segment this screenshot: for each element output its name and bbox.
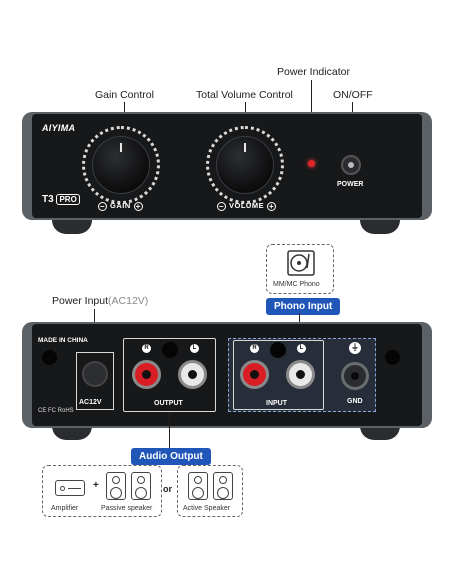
power-input-callout: Power Input(AC12V) bbox=[52, 295, 148, 307]
gain-minus-icon: − bbox=[98, 201, 107, 211]
total-volume-control-callout: Total Volume Control bbox=[196, 89, 293, 101]
passive-speaker-label: Passive speaker bbox=[101, 505, 153, 512]
ac-input-frame bbox=[76, 352, 114, 410]
input-rca-right[interactable] bbox=[240, 360, 269, 389]
input-channel-r: R bbox=[250, 344, 259, 353]
input-channel-l: L bbox=[297, 344, 306, 353]
amplifier-label: Amplifier bbox=[51, 505, 79, 512]
gain-label-row: −GAIN+ bbox=[95, 201, 146, 211]
output-label: OUTPUT bbox=[154, 400, 183, 407]
power-label: POWER bbox=[337, 181, 364, 188]
output-channel-l: L bbox=[190, 344, 199, 353]
passive-speaker-right-icon bbox=[131, 472, 151, 500]
volume-knob-indicator bbox=[244, 143, 246, 152]
phono-input-badge: Phono Input bbox=[266, 298, 341, 315]
power-input-spec: (AC12V) bbox=[108, 295, 149, 307]
output-rca-left[interactable] bbox=[178, 360, 207, 389]
phono-box-label: MM/MC Phono bbox=[273, 281, 320, 288]
amplifier-icon bbox=[55, 480, 85, 496]
gain-tick-ring bbox=[82, 126, 160, 204]
volume-label: VOLUME bbox=[229, 201, 265, 210]
audio-output-badge: Audio Output bbox=[131, 448, 211, 465]
passive-setup-box: Amplifier + Passive speaker bbox=[42, 465, 162, 517]
gain-control-callout: Gain Control bbox=[95, 89, 154, 101]
screw-left bbox=[42, 350, 57, 365]
ground-icon: ⏚ bbox=[349, 342, 361, 354]
power-indicator-callout: Power Indicator bbox=[277, 66, 350, 78]
active-setup-box: Active Speaker bbox=[177, 465, 243, 517]
or-label: or bbox=[163, 484, 172, 494]
active-speaker-label: Active Speaker bbox=[183, 505, 231, 512]
audio-output-callout-line bbox=[169, 412, 170, 448]
passive-speaker-left-icon bbox=[106, 472, 126, 500]
volume-tick-ring bbox=[206, 126, 284, 204]
ac-input-jack[interactable] bbox=[82, 361, 108, 387]
input-frame bbox=[233, 340, 324, 410]
phono-source-box: MM/MC Phono bbox=[266, 244, 334, 294]
output-screw bbox=[162, 342, 178, 358]
output-rca-left-center bbox=[188, 370, 197, 379]
brand-logo: AIYIMA bbox=[42, 123, 76, 133]
input-screw bbox=[270, 342, 286, 358]
active-speaker-right-icon bbox=[213, 472, 233, 500]
input-rca-right-center bbox=[250, 370, 259, 379]
input-label: INPUT bbox=[266, 400, 287, 407]
power-button-center bbox=[348, 162, 354, 168]
gain-knob-indicator bbox=[120, 143, 122, 152]
power-input-label: Power Input bbox=[52, 295, 109, 307]
output-rca-right-center bbox=[142, 370, 151, 379]
input-rca-left-center bbox=[296, 370, 305, 379]
power-led bbox=[308, 160, 315, 167]
gnd-terminal-center bbox=[351, 372, 359, 380]
volume-knob[interactable] bbox=[216, 136, 274, 194]
turntable-icon bbox=[287, 250, 315, 276]
gnd-terminal[interactable] bbox=[341, 362, 369, 390]
model-badge: T3 PRO bbox=[42, 194, 80, 205]
volume-plus-icon: + bbox=[267, 201, 277, 211]
volume-minus-icon: − bbox=[217, 201, 226, 211]
model-suffix: PRO bbox=[56, 194, 80, 205]
output-frame bbox=[123, 338, 216, 412]
output-rca-right[interactable] bbox=[132, 360, 161, 389]
input-rca-left[interactable] bbox=[286, 360, 315, 389]
ac-label: AC12V bbox=[79, 399, 102, 406]
active-speaker-left-icon bbox=[188, 472, 208, 500]
cert-marks: CE FC RoHS bbox=[38, 408, 74, 414]
gain-knob[interactable] bbox=[92, 136, 150, 194]
model-prefix: T3 bbox=[42, 194, 54, 205]
on-off-callout: ON/OFF bbox=[333, 89, 373, 101]
gain-label: GAIN bbox=[110, 201, 131, 210]
plus-sign: + bbox=[93, 480, 99, 491]
volume-label-row: −VOLUME+ bbox=[214, 201, 279, 211]
made-in-label: MADE IN CHINA bbox=[38, 337, 88, 344]
gain-plus-icon: + bbox=[133, 201, 143, 211]
power-button[interactable] bbox=[341, 155, 361, 175]
output-channel-r: R bbox=[142, 344, 151, 353]
gnd-label: GND bbox=[347, 398, 363, 405]
screw-right bbox=[385, 350, 400, 365]
